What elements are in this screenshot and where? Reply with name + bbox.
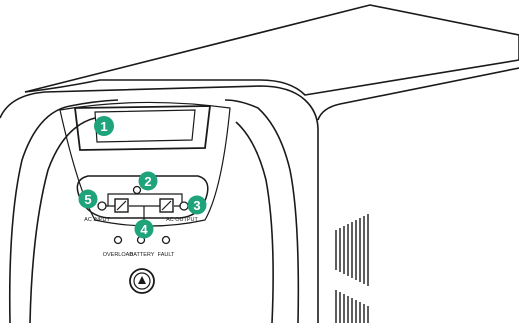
front-panel-right-curve <box>225 100 298 323</box>
side-vent-grille <box>336 214 368 323</box>
bypass-led <box>134 187 141 194</box>
ac-output-label: AC OUTPUT <box>166 217 198 223</box>
battery-label: BATTERY <box>130 252 155 258</box>
ac-output-led <box>180 202 188 210</box>
ac-input-label: AC INPUT <box>84 217 110 223</box>
front-panel-right-inner <box>236 122 273 323</box>
svg-text:2: 2 <box>144 174 151 189</box>
fault-led <box>163 237 170 244</box>
fault-label: FAULT <box>158 252 175 258</box>
ac-input-led <box>98 202 106 210</box>
svg-text:4: 4 <box>140 222 148 237</box>
cabinet-top-face <box>25 5 519 92</box>
callout-5: 5 <box>79 190 98 209</box>
callout-1: 1 <box>94 116 114 136</box>
power-button-icon <box>130 269 154 293</box>
svg-text:1: 1 <box>100 119 107 134</box>
callout-4: 4 <box>135 220 154 239</box>
svg-text:5: 5 <box>84 192 91 207</box>
overload-led <box>115 237 122 244</box>
inverter-icon <box>115 199 128 212</box>
ups-cabinet <box>0 5 519 323</box>
callout-2: 2 <box>139 172 158 191</box>
svg-text:3: 3 <box>193 198 200 213</box>
callout-3: 3 <box>188 196 207 215</box>
inverter-icon <box>160 199 173 212</box>
